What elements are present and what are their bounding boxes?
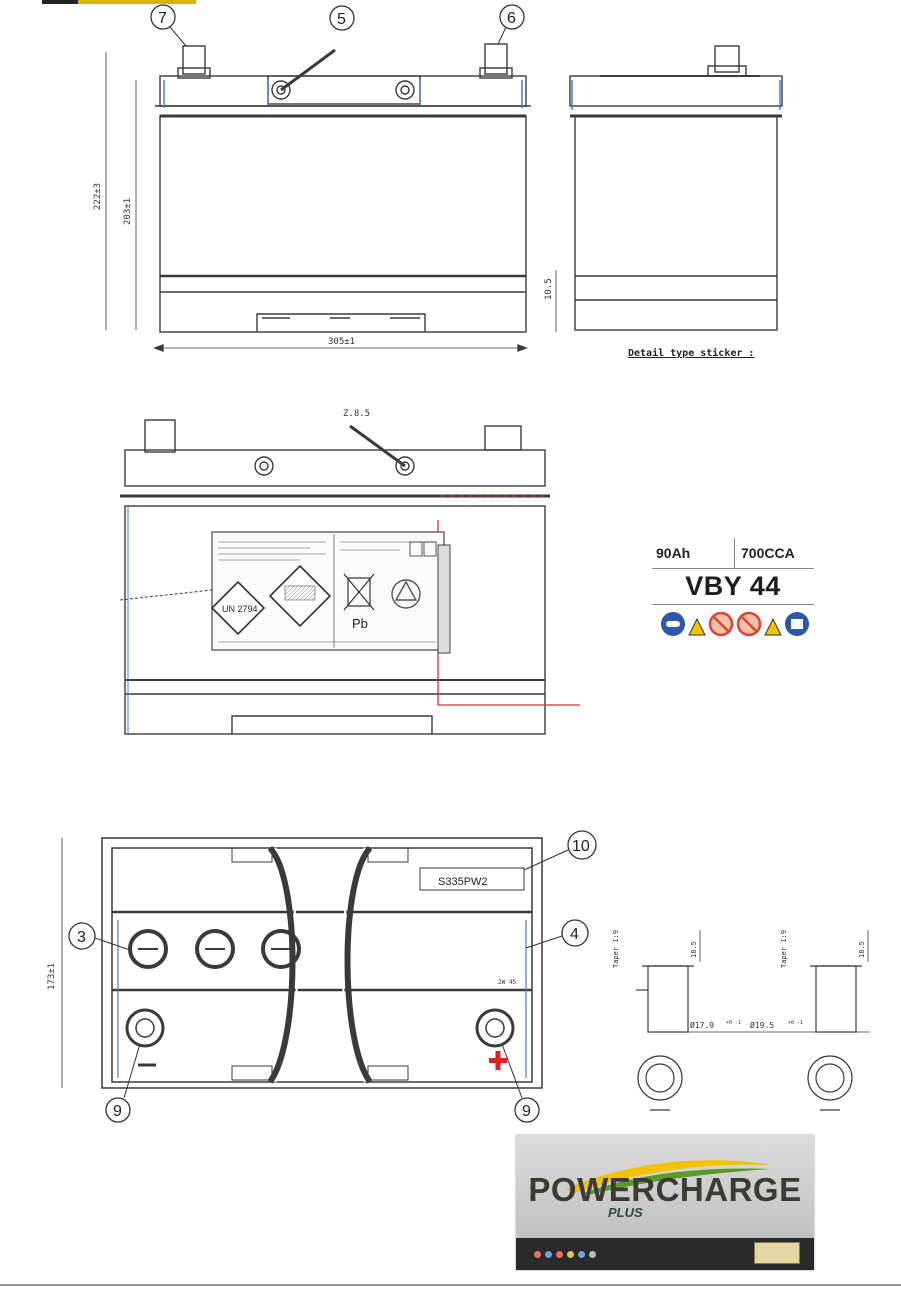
svg-text:5: 5 <box>337 11 346 28</box>
svg-text:7: 7 <box>158 10 167 27</box>
positive-terminal-plus-icon <box>489 1051 507 1070</box>
brand-subname: PLUS <box>608 1205 643 1220</box>
taper-label-right: Taper 1:9 <box>780 930 788 968</box>
no-fire-icon <box>736 611 762 642</box>
taper-left-tol: +0 -1 <box>726 1020 741 1026</box>
callout-3: 3 <box>68 922 131 951</box>
svg-text:9: 9 <box>522 1103 531 1120</box>
dot-icon <box>567 1250 574 1258</box>
dot-icon <box>578 1250 585 1258</box>
dim-width: 305±1 <box>328 337 355 347</box>
spec-label: 90Ah 700CCA VBY 44 <box>652 538 814 686</box>
svg-text:10: 10 <box>572 838 590 855</box>
tab-text: 2W 45 <box>498 979 516 986</box>
label-angle-note: Z.8.5 <box>343 409 370 419</box>
callout-6: 6 <box>497 4 525 45</box>
callout-7: 7 <box>150 4 187 47</box>
dim-depth: 173±1 <box>47 963 57 990</box>
warning-icons-row <box>409 541 437 557</box>
svg-text:9: 9 <box>113 1103 122 1120</box>
acid-warning-icon <box>688 611 706 642</box>
swoosh-icon <box>566 1160 772 1195</box>
brand-footer <box>516 1238 814 1270</box>
model-label: VBY 44 <box>652 571 814 605</box>
maker-logo-icon <box>754 1242 800 1264</box>
taper-label-left: Taper 1:9 <box>612 930 620 968</box>
dot-icon <box>534 1250 541 1258</box>
powercharge-badge: POWERCHARGE PLUS <box>516 1135 814 1270</box>
dot-icon <box>545 1250 552 1258</box>
dot-icon <box>556 1250 563 1258</box>
cca-label: 700CCA <box>734 538 814 568</box>
dim-side: 10.5 <box>544 278 554 300</box>
svg-text:6: 6 <box>507 10 516 27</box>
brand-name: POWERCHARGE <box>528 1171 802 1208</box>
front-view <box>105 43 557 353</box>
top-view <box>61 837 543 1089</box>
explosion-warning-icon <box>764 611 782 642</box>
part-number: S335PW2 <box>438 876 488 888</box>
svg-text:4: 4 <box>570 926 579 943</box>
no-children-icon <box>708 611 734 642</box>
spec-row: 90Ah 700CCA <box>652 538 814 569</box>
crossed-bin-icon <box>343 573 375 611</box>
capacity-label: 90Ah <box>656 545 691 561</box>
callout-5: 5 <box>329 5 355 31</box>
hazard-sticker: UN 2794 Pb <box>210 531 451 654</box>
pb-text: Pb <box>352 616 368 631</box>
terminal-detail <box>636 930 870 1111</box>
dim-height-total: 222±3 <box>93 183 103 210</box>
goggles-icon <box>660 611 686 642</box>
callout-9-right: 9 <box>501 1043 540 1123</box>
callout-4: 4 <box>525 919 589 949</box>
dot-icon <box>589 1250 596 1258</box>
recycle-icon <box>391 579 421 609</box>
dim-height-box: 203±1 <box>123 198 133 225</box>
un-diamond-icon <box>210 580 266 636</box>
un-number: UN 2794 <box>222 604 258 614</box>
callout-9-left: 9 <box>105 1043 141 1123</box>
svg-text:3: 3 <box>77 929 86 946</box>
side-view <box>569 45 783 331</box>
callout-10: 10 <box>523 830 597 871</box>
height-label-right: 18.5 <box>858 941 866 958</box>
taper-left-dim: Ø17.9 <box>690 1020 714 1030</box>
taper-right-dim: Ø19.5 <box>750 1020 774 1030</box>
page-bottom-rule <box>0 1284 901 1286</box>
height-label-left: 18.5 <box>690 941 698 958</box>
safety-icons <box>652 611 814 642</box>
manual-icon <box>784 611 810 642</box>
taper-right-tol: +0 -1 <box>788 1020 803 1026</box>
sticker-caption: Detail type sticker : <box>628 347 754 359</box>
